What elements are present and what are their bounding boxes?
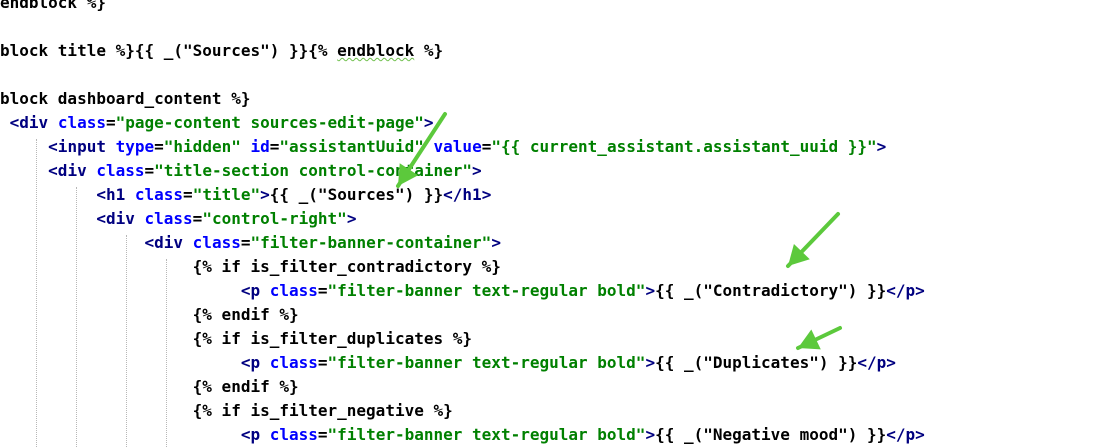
code-token: {{ _("Negative mood") }} (655, 425, 887, 444)
code-line: {% if is_filter_duplicates %} (0, 327, 472, 351)
indent-guide (166, 259, 167, 447)
code-line: {% endif %} (0, 375, 299, 399)
code-token: = (317, 425, 328, 444)
code-token: = (144, 161, 155, 180)
code-token: class (269, 425, 318, 444)
code-token: block dashboard_content %} (0, 89, 251, 108)
code-token: value (433, 137, 482, 156)
code-token: > (423, 113, 434, 132)
code-line: <p class="filter-banner text-regular bol… (0, 279, 925, 303)
code-token: class (269, 281, 318, 300)
code-line: {% if is_filter_contradictory %} (0, 255, 501, 279)
annotation-arrow (796, 326, 842, 350)
code-token: "hidden" (163, 137, 241, 156)
code-line: {% endif %} (0, 303, 299, 327)
code-token: = (317, 353, 328, 372)
code-token: {{ _("Duplicates") }} (655, 353, 858, 372)
code-token: <h1 (96, 185, 126, 204)
code-token: <p (240, 281, 261, 300)
code-token: <p (240, 425, 261, 444)
code-token: {% if is_filter_contradictory %} (0, 257, 501, 276)
code-token: "title-section control-container" (154, 161, 473, 180)
code-token: {{ _("Sources") }} (269, 185, 444, 204)
code-token: class (192, 233, 241, 252)
code-token: class (134, 185, 184, 204)
code-token: "title" (192, 185, 261, 204)
code-line: {% if is_filter_negative %} (0, 399, 453, 423)
code-token: %} (414, 41, 444, 60)
code-token: > (645, 425, 656, 444)
code-line: <h1 class="title">{{ _("Sources") }}</h1… (0, 183, 491, 207)
code-line: block dashboard_content %} (0, 87, 250, 111)
code-token: <p (240, 353, 261, 372)
annotation-arrow (786, 212, 840, 268)
code-token: type (115, 137, 155, 156)
code-token: "filter-banner text-regular bold" (327, 353, 646, 372)
code-line: block title %}{{ _("Sources") }}{% endbl… (0, 39, 443, 63)
code-token: > (491, 233, 501, 252)
code-line: <div class="filter-banner-container"> (0, 231, 501, 255)
code-token: = (154, 137, 164, 156)
code-token: "filter-banner text-regular bold" (327, 281, 646, 300)
code-line: <p class="filter-banner text-regular bol… (0, 423, 925, 447)
code-token: "assistantUuid" (279, 137, 424, 156)
code-token: > (876, 137, 887, 156)
code-token: = (192, 209, 203, 228)
code-token: </h1> (443, 185, 492, 204)
code-token: = (183, 185, 193, 204)
indent-guide (76, 187, 77, 447)
code-line: <p class="filter-banner text-regular bol… (0, 351, 896, 375)
code-token: class (57, 113, 106, 132)
code-token: "{{ current_assistant.assistant_uuid }}" (491, 137, 877, 156)
code-token: {% if is_filter_duplicates %} (0, 329, 473, 348)
code-line: <div class="page-content sources-edit-pa… (0, 111, 434, 135)
code-token: <div (144, 233, 184, 252)
code-token: > (346, 209, 357, 228)
code-token: > (260, 185, 270, 204)
annotation-arrow (396, 112, 447, 188)
code-token: id (250, 137, 270, 156)
code-line: <div class="title-section control-contai… (0, 159, 482, 183)
code-token: = (269, 137, 280, 156)
code-line: <div class="control-right"> (0, 207, 356, 231)
code-token: <input (48, 137, 106, 156)
code-token: {{ _("Contradictory") }} (655, 281, 887, 300)
code-token: class (144, 209, 193, 228)
code-token: endblock (337, 41, 415, 60)
code-token: = (105, 113, 116, 132)
code-token: = (317, 281, 328, 300)
code-token: = (481, 137, 492, 156)
code-token: > (472, 161, 482, 180)
code-token: > (645, 281, 656, 300)
indent-guide (36, 139, 37, 447)
indent-guide (126, 235, 127, 447)
code-token: "control-right" (202, 209, 347, 228)
code-token: > (645, 353, 656, 372)
code-token: </p> (857, 353, 896, 372)
code-token: {% endif %} (0, 305, 299, 324)
code-line: <input type="hidden" id="assistantUuid" … (0, 135, 886, 159)
code-token: <div (48, 161, 87, 180)
code-token: block title %}{{ _("Sources") }}{% (0, 41, 338, 60)
code-token: <div (96, 209, 135, 228)
code-token: </p> (886, 281, 925, 300)
code-token: "page-content sources-edit-page" (115, 113, 424, 132)
code-token: class (269, 353, 318, 372)
code-token: class (96, 161, 145, 180)
code-token: = (240, 233, 251, 252)
code-line: endblock %} (0, 0, 106, 15)
code-token: <div (9, 113, 49, 132)
code-token: "filter-banner-container" (250, 233, 492, 252)
code-token: {% endif %} (0, 377, 299, 396)
code-token: "filter-banner text-regular bold" (327, 425, 646, 444)
code-token: </p> (886, 425, 925, 444)
code-token: endblock %} (0, 0, 106, 12)
code-token: {% if is_filter_negative %} (0, 401, 453, 420)
